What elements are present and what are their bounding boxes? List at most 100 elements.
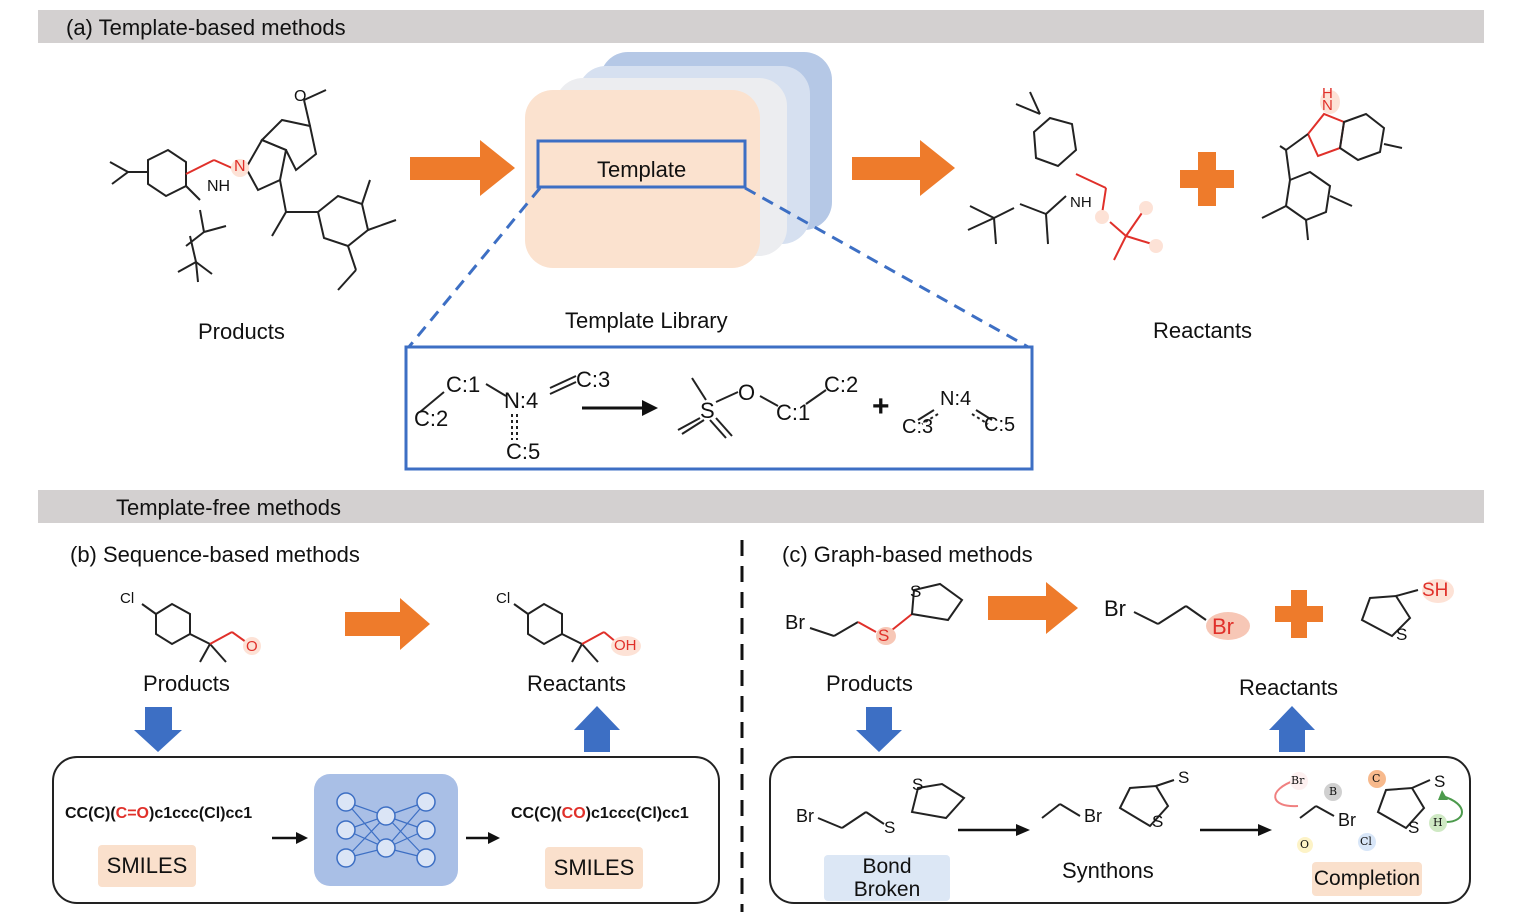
plus-icon	[1180, 152, 1234, 206]
completion-link-arrow-h	[1441, 795, 1463, 823]
arrow-b-products-to-reactants	[345, 598, 430, 650]
section-c-title: (c) Graph-based methods	[782, 542, 1033, 567]
smiles-output-suffix: )c1ccc(Cl)cc1	[585, 805, 689, 822]
template-box	[536, 139, 747, 189]
token-cl: Cl	[1360, 835, 1372, 848]
synthon-molecules	[1041, 779, 1175, 828]
completion-br: Br	[1338, 810, 1356, 830]
rule-plus: +	[872, 390, 890, 423]
arrow-c-down	[856, 707, 902, 752]
template-rule-bonds	[419, 375, 993, 440]
arrow-b-down	[134, 707, 182, 752]
arrow-synthons-to-completion	[1200, 824, 1272, 836]
arrow-net-to-smiles	[466, 832, 500, 844]
completion-s-ring: S	[1408, 818, 1420, 837]
arrow-smiles-to-net	[272, 832, 308, 844]
token-b: B	[1329, 785, 1338, 798]
section-a-title: (a) Template-based methods	[66, 15, 346, 40]
completion-link-arrow-br	[1274, 779, 1299, 808]
reactant-b-cl: Cl	[496, 590, 511, 607]
bond-broken-s-link: S	[884, 818, 896, 837]
smiles-output-highlight: CO	[561, 805, 586, 822]
section-a-header: (a) Template-based methods	[38, 10, 1484, 43]
reactant-c-molecule-1	[1133, 605, 1207, 625]
bond-broken-chip: Bond Broken	[824, 855, 950, 901]
rule-r-s: S	[700, 398, 715, 423]
template-free-header: Template-free methods	[38, 490, 1484, 523]
plus-c-icon	[1275, 590, 1323, 638]
arrow-products-to-template	[410, 140, 515, 196]
panel-a-reactants-label: Reactants	[1153, 318, 1253, 343]
product-b-o: O	[246, 638, 258, 655]
neural-network-icon	[314, 774, 458, 886]
rule-c5: C:5	[506, 439, 541, 464]
reactant-b-molecule	[513, 602, 617, 663]
reactant-c-s-ring: S	[1396, 625, 1408, 644]
smiles-input-highlight: C=O	[115, 805, 149, 822]
product-c-s-link: S	[878, 626, 890, 645]
product-atom-ome: O	[294, 88, 307, 105]
template-library-label: Template Library	[565, 308, 728, 333]
smiles-output: CC(C)(CO)c1ccc(Cl)cc1	[511, 805, 689, 823]
rule-r-c5: C:5	[984, 414, 1016, 436]
panel-b-products-label: Products	[143, 671, 230, 696]
synthon-s-ring: S	[1152, 812, 1164, 831]
arrow-c-up	[1269, 706, 1315, 752]
synthon-s-exo: S	[1178, 768, 1190, 787]
rule-n4: N:4	[504, 388, 539, 413]
completion-s-exo: S	[1434, 772, 1446, 791]
zoom-line-left	[406, 187, 542, 349]
panel-c-reactants-label: Reactants	[1239, 675, 1339, 700]
rule-c3: C:3	[576, 367, 611, 392]
reactant-molecule-1	[967, 91, 1153, 261]
smiles-chip-left: SMILES	[98, 845, 196, 887]
smiles-input-prefix: CC(C)(	[65, 805, 116, 822]
product-c-br: Br	[785, 612, 805, 634]
reactant-atom-nh: NH	[1070, 194, 1092, 211]
rule-r-n4: N:4	[940, 388, 972, 410]
token-br: Br	[1291, 774, 1305, 787]
bond-broken-s-ring: S	[912, 775, 924, 794]
section-b-title: (b) Sequence-based methods	[70, 542, 360, 567]
highlight-blobs	[231, 90, 1454, 656]
template-rule-arrow	[582, 400, 658, 416]
arrow-template-to-reactants	[852, 140, 955, 196]
reactant-atom-hn: H N	[1322, 85, 1333, 114]
reactant-molecule-2	[1261, 112, 1403, 241]
completion-molecules	[1299, 779, 1431, 830]
arrow-b-up	[574, 706, 620, 752]
reactant-c-br-left: Br	[1104, 596, 1126, 621]
panel-b-reactants-label: Reactants	[527, 671, 627, 696]
zoom-line-right	[744, 186, 1031, 350]
synthons-label: Synthons	[1062, 858, 1154, 883]
panel-a-products-label: Products	[198, 319, 285, 344]
rule-r-o: O	[738, 380, 756, 405]
synthon-br: Br	[1084, 806, 1102, 826]
rule-r-c3: C:3	[902, 416, 934, 438]
template-box-label: Template	[597, 157, 687, 182]
product-c-molecule	[809, 582, 964, 637]
token-o: O	[1300, 838, 1310, 851]
smiles-chip-right: SMILES	[545, 847, 643, 889]
bond-broken-br: Br	[796, 806, 814, 826]
completion-chip: Completion	[1312, 862, 1422, 896]
token-circles	[1290, 770, 1447, 853]
product-b-molecule	[141, 602, 247, 663]
template-free-title: Template-free methods	[116, 495, 341, 520]
arrow-c-products-to-reactants	[988, 582, 1078, 634]
product-c-s-ring: S	[910, 582, 922, 601]
reactant-c-sh: SH	[1422, 580, 1449, 601]
bond-broken-molecule	[817, 782, 966, 829]
template-rule-box	[404, 345, 1034, 471]
token-h: H	[1433, 816, 1443, 829]
rule-r-c2: C:2	[824, 372, 859, 397]
smiles-output-prefix: CC(C)(	[511, 805, 562, 822]
arrow-bond-to-synthons	[958, 824, 1030, 836]
smiles-input-suffix: )c1ccc(Cl)cc1	[149, 805, 253, 822]
panel-c-products-label: Products	[826, 671, 913, 696]
rule-c1: C:1	[446, 372, 481, 397]
product-b-cl: Cl	[120, 590, 135, 607]
reactant-c-br-right: Br	[1212, 614, 1234, 639]
completion-arrowhead-icon	[1438, 790, 1448, 800]
